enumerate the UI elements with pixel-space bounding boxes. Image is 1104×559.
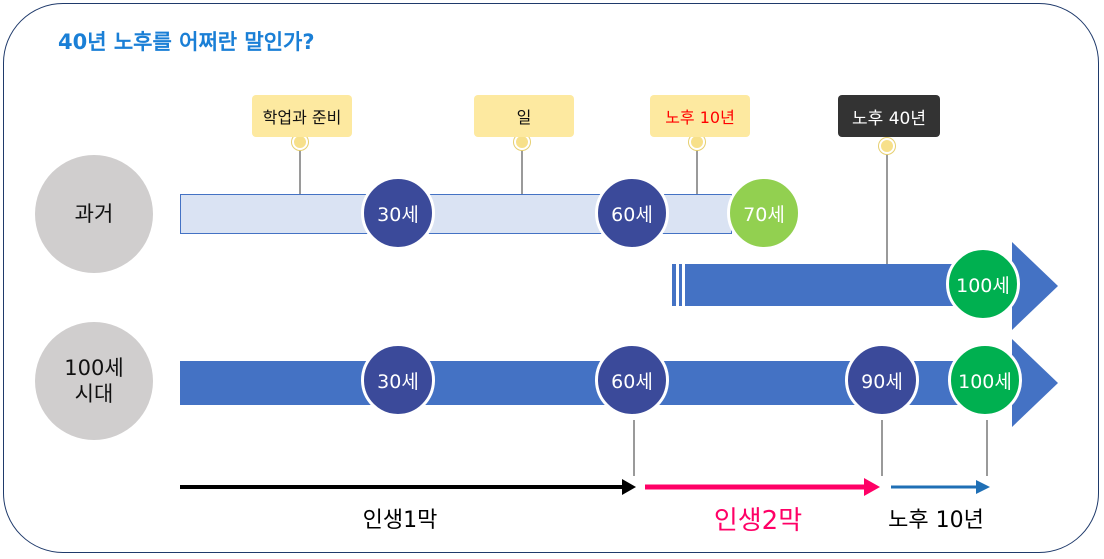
- age-text: 30세: [377, 203, 419, 226]
- tag-study-text: 학업과 준비: [262, 108, 342, 127]
- age-circle-now-60: 60세: [595, 343, 669, 417]
- pin-line: [886, 146, 888, 264]
- age-circle-now-100: 100세: [948, 343, 1022, 417]
- phase-label-retirement: 노후 10년: [888, 508, 984, 533]
- tag-work: 일: [474, 95, 574, 137]
- phase-label-act1: 인생1막: [362, 508, 438, 533]
- rounded-frame: [3, 3, 1099, 553]
- tag-retire-now: 노후 40년: [838, 95, 940, 137]
- age-text: 100세: [958, 370, 1012, 393]
- tag-retire-now-text: 노후 40년: [852, 108, 926, 129]
- tag-retire-past: 노후 10년: [650, 95, 750, 137]
- pin-line: [696, 142, 698, 194]
- tag-work-text: 일: [516, 108, 532, 127]
- phase-divider: [881, 420, 883, 476]
- age-circle-now-90: 90세: [845, 343, 919, 417]
- age-text: 90세: [861, 370, 903, 393]
- row-label-past: 과거: [35, 155, 153, 273]
- pin-line: [299, 142, 301, 194]
- page-title: 40년 노후를 어쩌란 말인가?: [58, 30, 315, 54]
- row-label-century-text: 100세 시대: [64, 355, 124, 406]
- century-arrow-head: [1012, 339, 1058, 427]
- age-circle-past-70: 70세: [727, 176, 801, 250]
- row-label-past-text: 과거: [74, 201, 114, 226]
- pin-line: [521, 142, 523, 194]
- act1-arrow-head: [622, 479, 636, 495]
- row-label-century: 100세 시대: [35, 322, 153, 440]
- age-text: 70세: [743, 203, 785, 226]
- act2-arrow-head: [864, 478, 880, 496]
- pin-dot: [879, 138, 895, 154]
- tag-retire-past-text: 노후 10년: [665, 108, 735, 127]
- age-text: 60세: [611, 370, 653, 393]
- tag-study: 학업과 준비: [252, 95, 352, 137]
- age-circle-now-30: 30세: [361, 343, 435, 417]
- age-circle-past-60: 60세: [595, 176, 669, 250]
- extension-stripe: [679, 264, 682, 306]
- age-circle-ext-100: 100세: [946, 247, 1020, 321]
- extension-arrow-head: [1012, 242, 1058, 330]
- phase-divider: [633, 420, 635, 476]
- extension-stripe: [672, 264, 676, 306]
- age-text: 100세: [956, 274, 1010, 297]
- phase-divider: [986, 420, 988, 476]
- phase-label-act2: 인생2막: [713, 506, 803, 536]
- age-circle-past-30: 30세: [361, 176, 435, 250]
- age-text: 30세: [377, 370, 419, 393]
- age-text: 60세: [611, 203, 653, 226]
- retirement-arrow-head: [976, 480, 990, 494]
